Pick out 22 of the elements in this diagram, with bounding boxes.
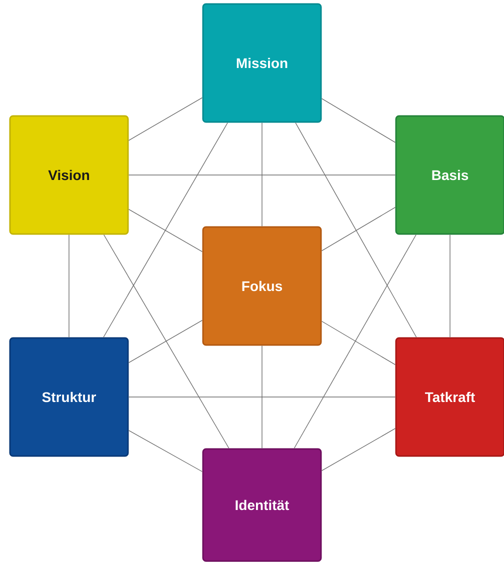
connector-line bbox=[128, 320, 203, 364]
connector-line bbox=[68, 234, 70, 338]
connector-line bbox=[128, 208, 203, 252]
concept-box: Identität bbox=[202, 448, 322, 562]
concept-box: Mission bbox=[202, 3, 322, 123]
connector-line bbox=[128, 430, 203, 472]
connector-line bbox=[321, 207, 396, 252]
connector-line bbox=[321, 98, 396, 143]
connector-line bbox=[128, 174, 396, 176]
concept-box: Fokus bbox=[202, 226, 322, 346]
connector-line bbox=[295, 122, 417, 338]
connector-line bbox=[103, 122, 228, 338]
connector-line bbox=[321, 320, 396, 366]
connector-line bbox=[104, 234, 230, 449]
concept-box: Vision bbox=[9, 115, 129, 235]
concept-box: Tatkraft bbox=[395, 337, 504, 457]
connector-line bbox=[294, 234, 416, 449]
connector-line bbox=[321, 428, 396, 472]
concept-box: Struktur bbox=[9, 337, 129, 457]
concept-box: Basis bbox=[395, 115, 504, 235]
connector-line bbox=[128, 396, 396, 398]
connector-line bbox=[128, 97, 203, 141]
